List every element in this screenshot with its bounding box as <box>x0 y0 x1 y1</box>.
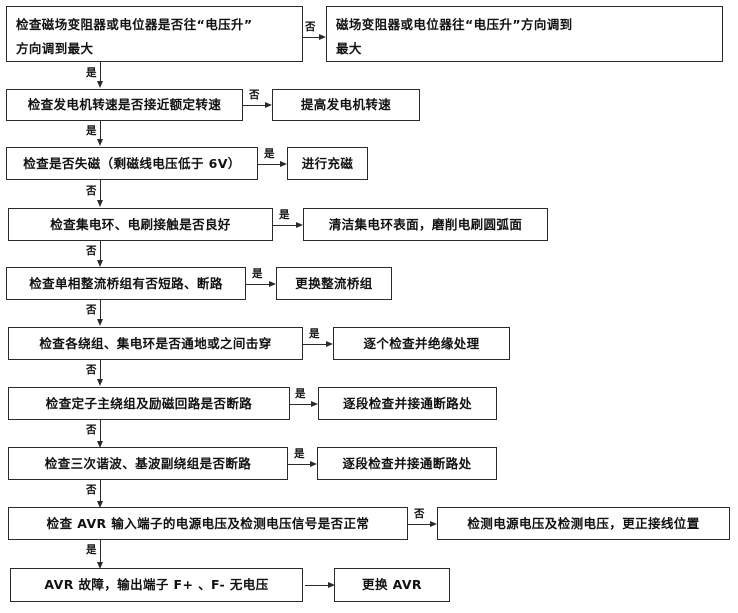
edge-n10-to-n10r-line <box>305 585 330 586</box>
edge-label-n5-no: 否 <box>86 304 97 316</box>
flow-node-n10r-label: 更换 AVR <box>362 577 422 593</box>
edge-n5-to-n5r-arrowhead <box>269 280 276 287</box>
edge-label-n1-no: 否 <box>305 21 316 33</box>
edge-label-n5-yes: 是 <box>252 268 263 280</box>
edge-n4-to-n4r-line <box>273 225 298 226</box>
edge-n1-to-n1r-arrowhead <box>319 33 326 40</box>
flow-node-n7[interactable]: 检查定子主绕组及励磁回路是否断路 <box>8 387 290 420</box>
flow-node-n6-label: 检查各绕组、集电环是否通地或之间击穿 <box>39 335 272 351</box>
flow-node-n3-label: 检查是否失磁（剩磁线电压低于 6V） <box>23 155 241 171</box>
flow-node-n1r[interactable]: 磁场变阻器或电位器往“电压升”方向调到 最大 <box>326 6 723 62</box>
edge-n8-to-n9-arrowhead <box>97 501 103 508</box>
flow-node-n2-label: 检查发电机转速是否接近额定转速 <box>27 97 222 113</box>
edge-n3-to-n3r-arrowhead <box>280 160 287 167</box>
flow-node-n6[interactable]: 检查各绕组、集电环是否通地或之间击穿 <box>8 327 303 360</box>
flow-node-n4r[interactable]: 清洁集电环表面，磨削电刷圆弧面 <box>303 208 548 241</box>
edge-n4-to-n5-arrowhead <box>97 260 103 267</box>
edge-n7-to-n8-arrowhead <box>97 441 103 448</box>
flow-node-n8[interactable]: 检查三次谐波、基波副绕组是否断路 <box>8 447 288 480</box>
edge-n2-to-n2r-arrowhead <box>265 101 272 108</box>
flow-node-n5r[interactable]: 更换整流桥组 <box>276 267 392 300</box>
edge-n6-to-n7-arrowhead <box>97 379 103 386</box>
flow-node-n2r-label: 提高发电机转速 <box>300 97 392 113</box>
edge-n3-to-n4-arrowhead <box>97 200 103 207</box>
edge-label-n7-no: 否 <box>86 424 97 436</box>
flow-node-n8r-label: 逐段检查并接通断路处 <box>342 455 472 471</box>
edge-n1-to-n1r-line <box>303 37 321 38</box>
edge-label-n6-yes: 是 <box>309 328 320 340</box>
edge-label-n3-no: 否 <box>86 185 97 197</box>
flow-node-n3[interactable]: 检查是否失磁（剩磁线电压低于 6V） <box>6 147 258 180</box>
edge-n3-to-n3r-line <box>258 164 282 165</box>
flow-node-n8-label: 检查三次谐波、基波副绕组是否断路 <box>44 455 252 471</box>
edge-label-n1-yes: 是 <box>86 67 97 79</box>
edge-n5-to-n5r-line <box>246 284 271 285</box>
edge-n9-to-n10-line <box>100 540 101 565</box>
flow-node-n1r-line2: 最大 <box>336 41 362 57</box>
edge-label-n9-yes: 是 <box>86 544 97 556</box>
edge-n3-to-n4-line <box>100 180 101 202</box>
edge-n6-to-n6r-arrowhead <box>326 340 333 347</box>
edge-label-n7-yes: 是 <box>295 388 306 400</box>
edge-n10-to-n10r-arrowhead <box>328 581 335 588</box>
edge-label-n8-yes: 是 <box>294 448 305 460</box>
flow-node-n1-line2: 方向调到最大 <box>16 41 94 57</box>
edge-n7-to-n7r-line <box>290 404 313 405</box>
edge-n6-to-n6r-line <box>303 344 328 345</box>
flow-node-n2[interactable]: 检查发电机转速是否接近额定转速 <box>6 89 243 121</box>
edge-n8-to-n9-line <box>100 480 101 504</box>
flow-node-n5[interactable]: 检查单相整流桥组有否短路、断路 <box>6 267 246 300</box>
edge-label-n8-no: 否 <box>86 484 97 496</box>
flow-node-n2r[interactable]: 提高发电机转速 <box>272 89 420 121</box>
edge-n2-to-n2r-line <box>243 105 267 106</box>
flow-node-n6r-label: 逐个检查并绝缘处理 <box>363 335 480 351</box>
edge-n1-to-n2-arrowhead <box>97 81 103 88</box>
flow-node-n4r-label: 清洁集电环表面，磨削电刷圆弧面 <box>328 216 523 232</box>
edge-n8-to-n8r-arrowhead <box>310 460 317 467</box>
edge-n7-to-n7r-arrowhead <box>311 400 318 407</box>
flow-node-n5-label: 检查单相整流桥组有否短路、断路 <box>29 275 223 291</box>
edge-n7-to-n8-line <box>100 420 101 444</box>
edge-n1-to-n2-line <box>100 62 101 83</box>
flow-node-n9r-label: 检测电源电压及检测电压，更正接线位置 <box>467 515 700 531</box>
edge-n5-to-n6-line <box>100 300 101 322</box>
flow-node-n9r[interactable]: 检测电源电压及检测电压，更正接线位置 <box>437 507 730 540</box>
flow-node-n8r[interactable]: 逐段检查并接通断路处 <box>317 447 497 480</box>
edge-n2-to-n3-line <box>100 121 101 141</box>
flow-node-n1-line1: 检查磁场变阻器或电位器是否往“电压升” <box>16 17 253 32</box>
flow-node-n9[interactable]: 检查 AVR 输入端子的电源电压及检测电压信号是否正常 <box>8 507 408 540</box>
edge-n6-to-n7-line <box>100 360 101 382</box>
edge-n8-to-n8r-line <box>288 464 312 465</box>
edge-label-n9-no: 否 <box>414 508 425 520</box>
flow-node-n10[interactable]: AVR 故障，输出端子 F+ 、F- 无电压 <box>10 568 303 602</box>
edge-label-n4-no: 否 <box>86 245 97 257</box>
flow-node-n6r[interactable]: 逐个检查并绝缘处理 <box>333 327 510 360</box>
edge-n4-to-n4r-arrowhead <box>296 221 303 228</box>
edge-n9-to-n9r-arrowhead <box>430 520 437 527</box>
flow-node-n7r-label: 逐段检查并接通断路处 <box>342 395 472 411</box>
edge-label-n3-yes: 是 <box>264 148 275 160</box>
flow-node-n10-label: AVR 故障，输出端子 F+ 、F- 无电压 <box>44 577 269 593</box>
flow-node-n3r[interactable]: 进行充磁 <box>287 147 368 180</box>
flow-node-n1r-line1: 磁场变阻器或电位器往“电压升”方向调到 <box>336 17 573 32</box>
edge-label-n2-no: 否 <box>249 89 260 101</box>
flow-node-n7r[interactable]: 逐段检查并接通断路处 <box>318 387 497 420</box>
edge-n5-to-n6-arrowhead <box>97 319 103 326</box>
edge-n4-to-n5-line <box>100 241 101 263</box>
edge-n9-to-n9r-line <box>408 524 432 525</box>
edge-label-n2-yes: 是 <box>86 125 97 137</box>
edge-n2-to-n3-arrowhead <box>97 139 103 146</box>
edge-n9-to-n10-arrowhead <box>97 562 103 569</box>
edge-label-n4-yes: 是 <box>279 209 290 221</box>
flow-node-n7-label: 检查定子主绕组及励磁回路是否断路 <box>45 395 253 411</box>
flow-node-n10r[interactable]: 更换 AVR <box>334 568 450 602</box>
flow-node-n4-label: 检查集电环、电刷接触是否良好 <box>50 216 231 232</box>
flow-node-n4[interactable]: 检查集电环、电刷接触是否良好 <box>8 208 273 241</box>
edge-label-n6-no: 否 <box>86 364 97 376</box>
flow-node-n9-label: 检查 AVR 输入端子的电源电压及检测电压信号是否正常 <box>46 515 370 531</box>
flow-node-n3r-label: 进行充磁 <box>301 155 354 171</box>
flow-node-n1[interactable]: 检查磁场变阻器或电位器是否往“电压升” 方向调到最大 <box>6 6 303 62</box>
flow-node-n5r-label: 更换整流桥组 <box>295 275 373 291</box>
